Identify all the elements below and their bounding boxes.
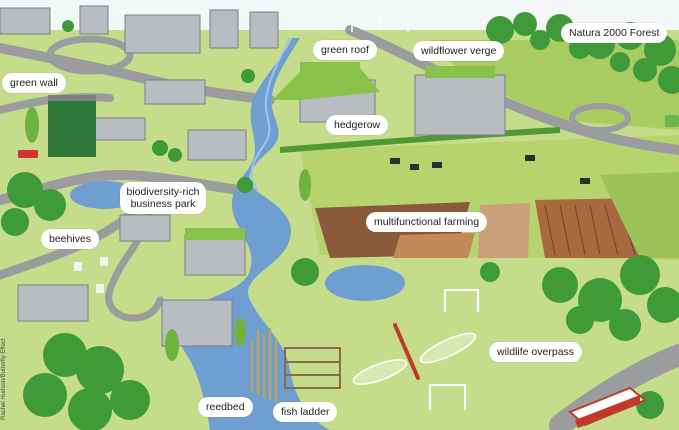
reedbed: [251, 328, 277, 402]
beehives-boxes: [74, 257, 108, 293]
hedgerow-line: [279, 127, 561, 153]
wind-turbines: [351, 18, 409, 32]
goal-posts: [429, 289, 479, 410]
image-credit: Rachel Hudson/Butterfly Effect: [1, 338, 7, 420]
label-green-wall: green wall: [2, 73, 66, 93]
label-reedbed: reedbed: [198, 397, 253, 417]
poplar-trees: [25, 107, 311, 361]
chat-bubble-icon: [665, 115, 679, 127]
label-green-roof: green roof: [313, 40, 377, 60]
red-car: [18, 150, 38, 158]
bus: [568, 386, 647, 428]
label-business-park: biodiversity-rich business park: [120, 182, 206, 214]
label-beehives: beehives: [41, 229, 100, 249]
cattle: [390, 155, 590, 184]
dragonfly: [352, 323, 477, 385]
label-wildlife-overpass: wildlife overpass: [489, 342, 583, 362]
label-multifunctional-farming: multifunctional farming: [366, 212, 488, 232]
fish-ladder: [284, 347, 341, 389]
green-wall-building: [48, 95, 96, 157]
buildings: [0, 5, 506, 347]
label-hedgerow: hedgerow: [326, 115, 389, 135]
label-wildflower-verge: wildflower verge: [413, 41, 505, 61]
label-fish-ladder: fish ladder: [273, 402, 338, 422]
green-roofs: [185, 62, 495, 240]
farm-pond: [325, 265, 405, 301]
label-natura-forest: Natura 2000 Forest: [561, 23, 668, 43]
